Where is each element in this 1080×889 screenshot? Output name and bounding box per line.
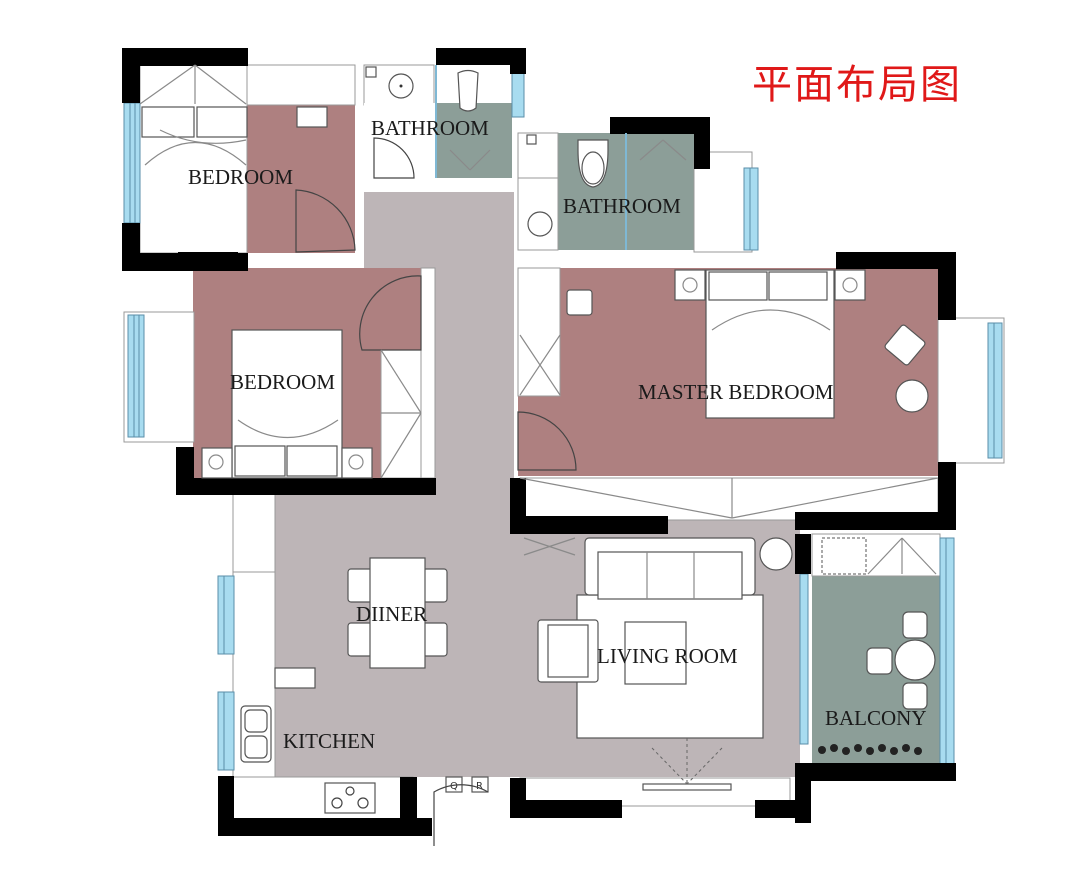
balcony-furniture [818, 537, 937, 755]
bedroom-1-floor [247, 105, 355, 253]
plan-title: 平面布局图 [752, 62, 962, 108]
label-bathroom-2: BATHROOM [563, 194, 681, 218]
meter-q: Q [450, 781, 458, 792]
bathroom-1-fixtures [365, 65, 491, 179]
door-swing [359, 275, 422, 351]
walls [122, 48, 956, 836]
living-room-furniture [523, 537, 793, 791]
wardrobe-bedroom-2 [380, 349, 422, 479]
entry-door: Q R [433, 776, 489, 846]
label-kitchen: KITCHEN [283, 729, 375, 753]
label-living-room: LIVING ROOM [597, 644, 738, 668]
wardrobe-master [519, 334, 939, 519]
label-balcony: BALCONY [825, 706, 927, 730]
label-bathroom-1: BATHROOM [371, 116, 489, 140]
chair-master [566, 289, 593, 316]
door-swing [517, 411, 577, 471]
door-swing [295, 189, 356, 253]
meter-r: R [476, 781, 483, 792]
label-bedroom-2: BEDROOM [230, 370, 335, 394]
side-table-master [895, 379, 929, 413]
armchair-master [884, 324, 926, 366]
label-master-bedroom: MASTER BEDROOM [638, 380, 834, 404]
label-diner: DIINER [356, 602, 427, 626]
desk-chair [296, 106, 328, 128]
bathroom-2-fixtures [526, 133, 687, 250]
dining-table [347, 557, 448, 669]
label-bedroom-1: BEDROOM [188, 165, 293, 189]
bed-bedroom-1 [139, 64, 248, 166]
windows [123, 71, 1003, 771]
bed-master [674, 269, 866, 419]
kitchen-fixtures [240, 667, 376, 814]
bed-bedroom-2 [201, 329, 373, 479]
